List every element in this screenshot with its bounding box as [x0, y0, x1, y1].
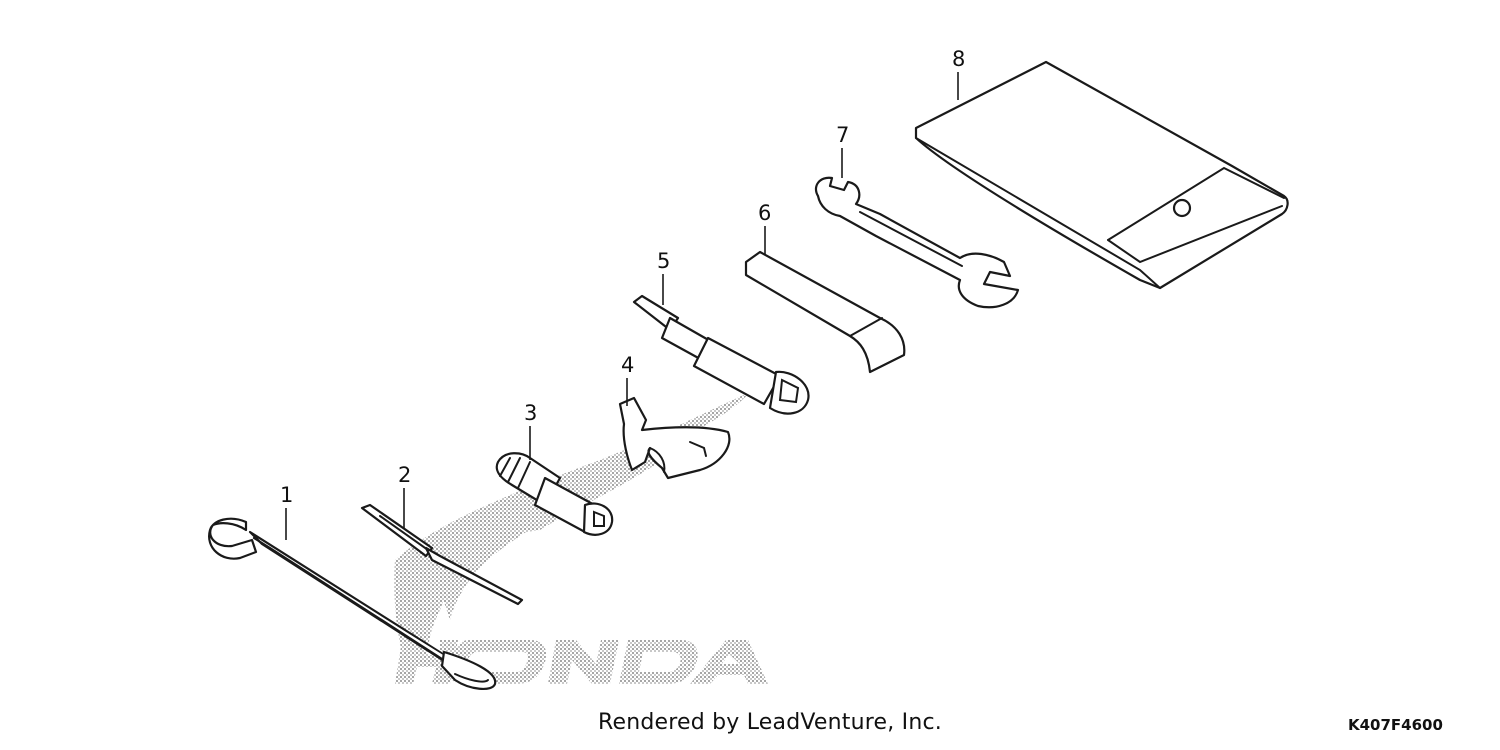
- part-2-screwdriver: [360, 503, 524, 606]
- callout-4: 4: [621, 353, 634, 377]
- render-credit: Rendered by LeadVenture, Inc.: [598, 710, 942, 735]
- part-5-socket-wrench: [632, 294, 810, 415]
- part-1-strap-handle: [208, 517, 497, 690]
- callout-2: 2: [398, 463, 411, 487]
- figure-code: K407F4600: [1348, 716, 1443, 734]
- callout-6: 6: [758, 201, 771, 225]
- leader-lines: [285, 72, 959, 540]
- part-4-hook-spanner: [618, 396, 731, 480]
- callout-5: 5: [657, 249, 670, 273]
- callout-8: 8: [952, 47, 965, 71]
- part-8-tool-pouch: [914, 60, 1289, 290]
- part-7-open-end-wrench: [814, 176, 1020, 309]
- part-3-plug-wrench: [495, 452, 614, 536]
- callout-numbers: 1 2 3 4 5 6 7 8: [280, 47, 965, 507]
- callout-7: 7: [836, 123, 849, 147]
- part-6-extension-bar: [744, 250, 906, 374]
- honda-logo-text: [395, 640, 768, 684]
- callout-3: 3: [524, 401, 537, 425]
- callout-1: 1: [280, 483, 293, 507]
